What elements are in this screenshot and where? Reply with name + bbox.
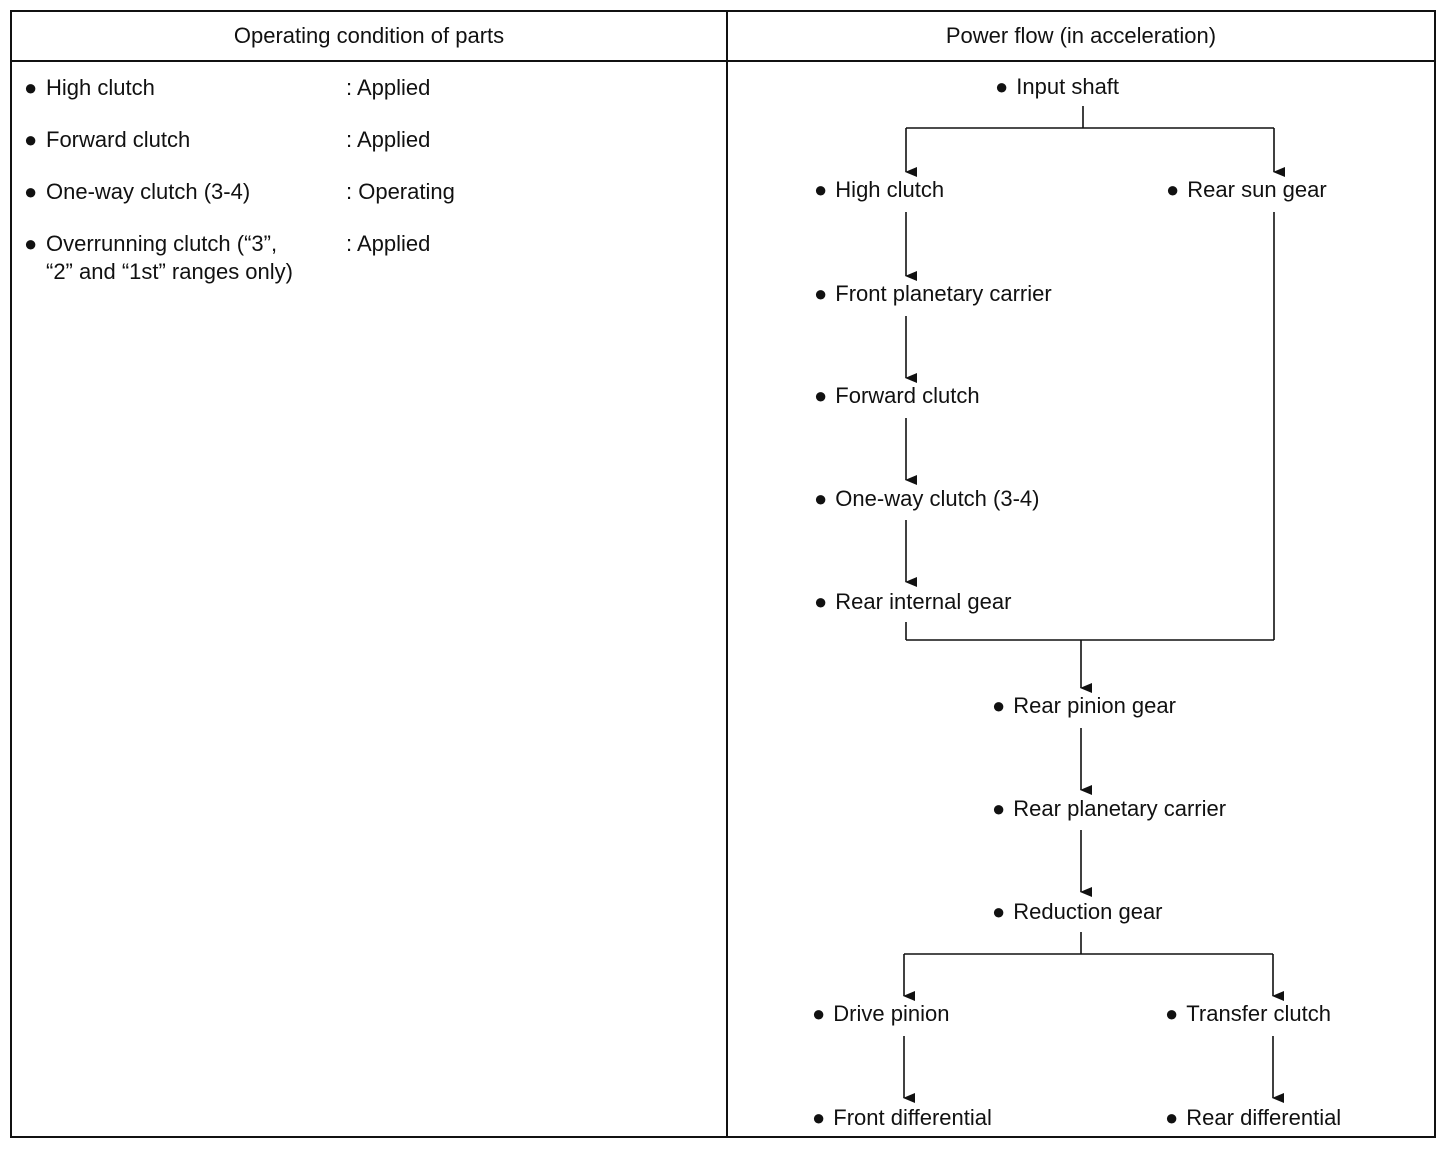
bullet-icon: ● xyxy=(992,693,1006,718)
node-high-clutch: ● High clutch xyxy=(814,176,944,204)
header-operating-condition: Operating condition of parts xyxy=(233,23,505,48)
node-label: Drive pinion xyxy=(833,1001,950,1026)
bullet-icon: ● xyxy=(24,127,38,152)
bullet-icon: ● xyxy=(24,75,38,100)
header-power-flow: Power flow (in acceleration) xyxy=(945,23,1217,48)
node-label: High clutch xyxy=(835,177,945,202)
condition-part-line2: “2” and “1st” ranges only) xyxy=(46,259,293,284)
node-reduction-gear: ● Reduction gear xyxy=(992,898,1163,926)
header-divider xyxy=(12,60,1434,62)
node-drive-pinion: ● Drive pinion xyxy=(812,1000,949,1028)
node-one-way-clutch: ● One-way clutch (3-4) xyxy=(814,485,1039,513)
bullet-icon: ● xyxy=(1165,1001,1179,1026)
node-label: Front differential xyxy=(833,1105,992,1130)
node-label: Front planetary carrier xyxy=(835,281,1052,306)
node-forward-clutch: ● Forward clutch xyxy=(814,382,980,410)
node-label: Rear internal gear xyxy=(835,589,1012,614)
node-label: Rear differential xyxy=(1186,1105,1342,1130)
bullet-icon: ● xyxy=(814,177,828,202)
operation-table: Operating condition of parts Power flow … xyxy=(10,10,1436,1138)
condition-status: : Applied xyxy=(346,231,431,256)
bullet-icon: ● xyxy=(814,486,828,511)
bullet-icon: ● xyxy=(814,281,828,306)
node-front-planetary-carrier: ● Front planetary carrier xyxy=(814,280,1052,308)
node-front-differential: ● Front differential xyxy=(812,1104,992,1132)
column-divider xyxy=(726,12,728,1136)
node-rear-internal-gear: ● Rear internal gear xyxy=(814,588,1011,616)
bullet-icon: ● xyxy=(24,179,38,204)
condition-part-line1: Overrunning clutch (“3”, xyxy=(46,231,278,256)
condition-status: : Operating xyxy=(346,179,455,204)
bullet-icon: ● xyxy=(992,899,1006,924)
node-rear-planetary-carrier: ● Rear planetary carrier xyxy=(992,795,1226,823)
node-label: One-way clutch (3-4) xyxy=(835,486,1040,511)
condition-part: High clutch xyxy=(46,75,155,100)
node-label: Rear pinion gear xyxy=(1013,693,1176,718)
condition-part: One-way clutch (3-4) xyxy=(46,179,251,204)
node-rear-sun-gear: ● Rear sun gear xyxy=(1166,176,1327,204)
bullet-icon: ● xyxy=(992,796,1006,821)
node-rear-pinion-gear: ● Rear pinion gear xyxy=(992,692,1176,720)
node-label: Rear planetary carrier xyxy=(1013,796,1227,821)
bullet-icon: ● xyxy=(1165,1105,1179,1130)
bullet-icon: ● xyxy=(24,231,38,256)
node-input-shaft: ● Input shaft xyxy=(995,73,1119,101)
bullet-icon: ● xyxy=(1166,177,1180,202)
bullet-icon: ● xyxy=(814,383,828,408)
node-transfer-clutch: ● Transfer clutch xyxy=(1165,1000,1331,1028)
condition-status: : Applied xyxy=(346,75,431,100)
condition-status: : Applied xyxy=(346,127,431,152)
bullet-icon: ● xyxy=(812,1001,826,1026)
bullet-icon: ● xyxy=(814,589,828,614)
node-label: Forward clutch xyxy=(835,383,980,408)
node-label: Rear sun gear xyxy=(1187,177,1327,202)
condition-part: Forward clutch xyxy=(46,127,191,152)
node-label: Input shaft xyxy=(1016,74,1120,99)
node-label: Reduction gear xyxy=(1013,899,1163,924)
bullet-icon: ● xyxy=(812,1105,826,1130)
bullet-icon: ● xyxy=(995,74,1009,99)
node-rear-differential: ● Rear differential xyxy=(1165,1104,1341,1132)
node-label: Transfer clutch xyxy=(1186,1001,1331,1026)
